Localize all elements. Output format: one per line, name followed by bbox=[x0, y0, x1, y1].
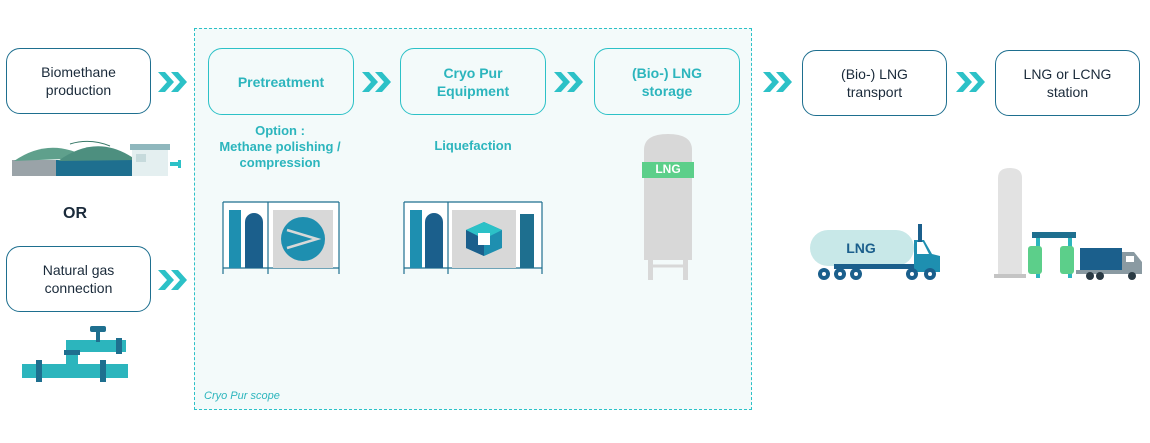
double-chevron-arrow-icon bbox=[158, 72, 187, 92]
double-chevron-arrow-icon bbox=[158, 270, 187, 290]
tank-lng-label: LNG bbox=[655, 162, 681, 176]
natural-gas-connection-label: Natural gas connection bbox=[42, 262, 115, 296]
gas-pipeline-icon bbox=[22, 326, 128, 382]
pretreatment-box: Pretreatment bbox=[208, 48, 354, 115]
biogas-plant-icon bbox=[12, 140, 181, 176]
cryo-pur-equipment-box: Cryo Pur Equipment bbox=[400, 48, 546, 115]
pretreatment-label: Pretreatment bbox=[237, 73, 325, 90]
liquefaction-unit-icon bbox=[403, 201, 543, 274]
option-label: Option : Methane polishing / compression bbox=[219, 123, 341, 170]
liquefaction-label: Liquefaction bbox=[434, 138, 512, 153]
double-chevron-arrow-icon bbox=[554, 72, 583, 92]
fuel-station-icon bbox=[994, 168, 1142, 280]
double-chevron-arrow-icon bbox=[362, 72, 391, 92]
lng-station-label: LNG or LCNG station bbox=[1023, 66, 1112, 100]
double-chevron-arrow-icon bbox=[956, 72, 985, 92]
biomethane-production-box: Biomethane production bbox=[6, 48, 151, 114]
natural-gas-connection-box: Natural gas connection bbox=[6, 246, 151, 312]
cryo-pur-equipment-label: Cryo Pur Equipment bbox=[436, 64, 510, 99]
lng-transport-label: (Bio-) LNG transport bbox=[841, 66, 908, 100]
compression-unit-icon bbox=[222, 201, 340, 274]
truck-lng-label: LNG bbox=[846, 240, 876, 256]
double-chevron-arrow-icon bbox=[763, 72, 792, 92]
lng-storage-label: (Bio-) LNG storage bbox=[632, 64, 702, 99]
biomethane-production-label: Biomethane production bbox=[41, 64, 116, 98]
lng-storage-box: (Bio-) LNG storage bbox=[594, 48, 740, 115]
lng-station-box: LNG or LCNG station bbox=[995, 50, 1140, 116]
lng-storage-tank-icon bbox=[642, 134, 694, 280]
scope-label: Cryo Pur scope bbox=[204, 390, 280, 402]
or-label: OR bbox=[63, 205, 87, 222]
lng-transport-box: (Bio-) LNG transport bbox=[802, 50, 947, 116]
lng-tanker-truck-icon bbox=[810, 224, 940, 280]
